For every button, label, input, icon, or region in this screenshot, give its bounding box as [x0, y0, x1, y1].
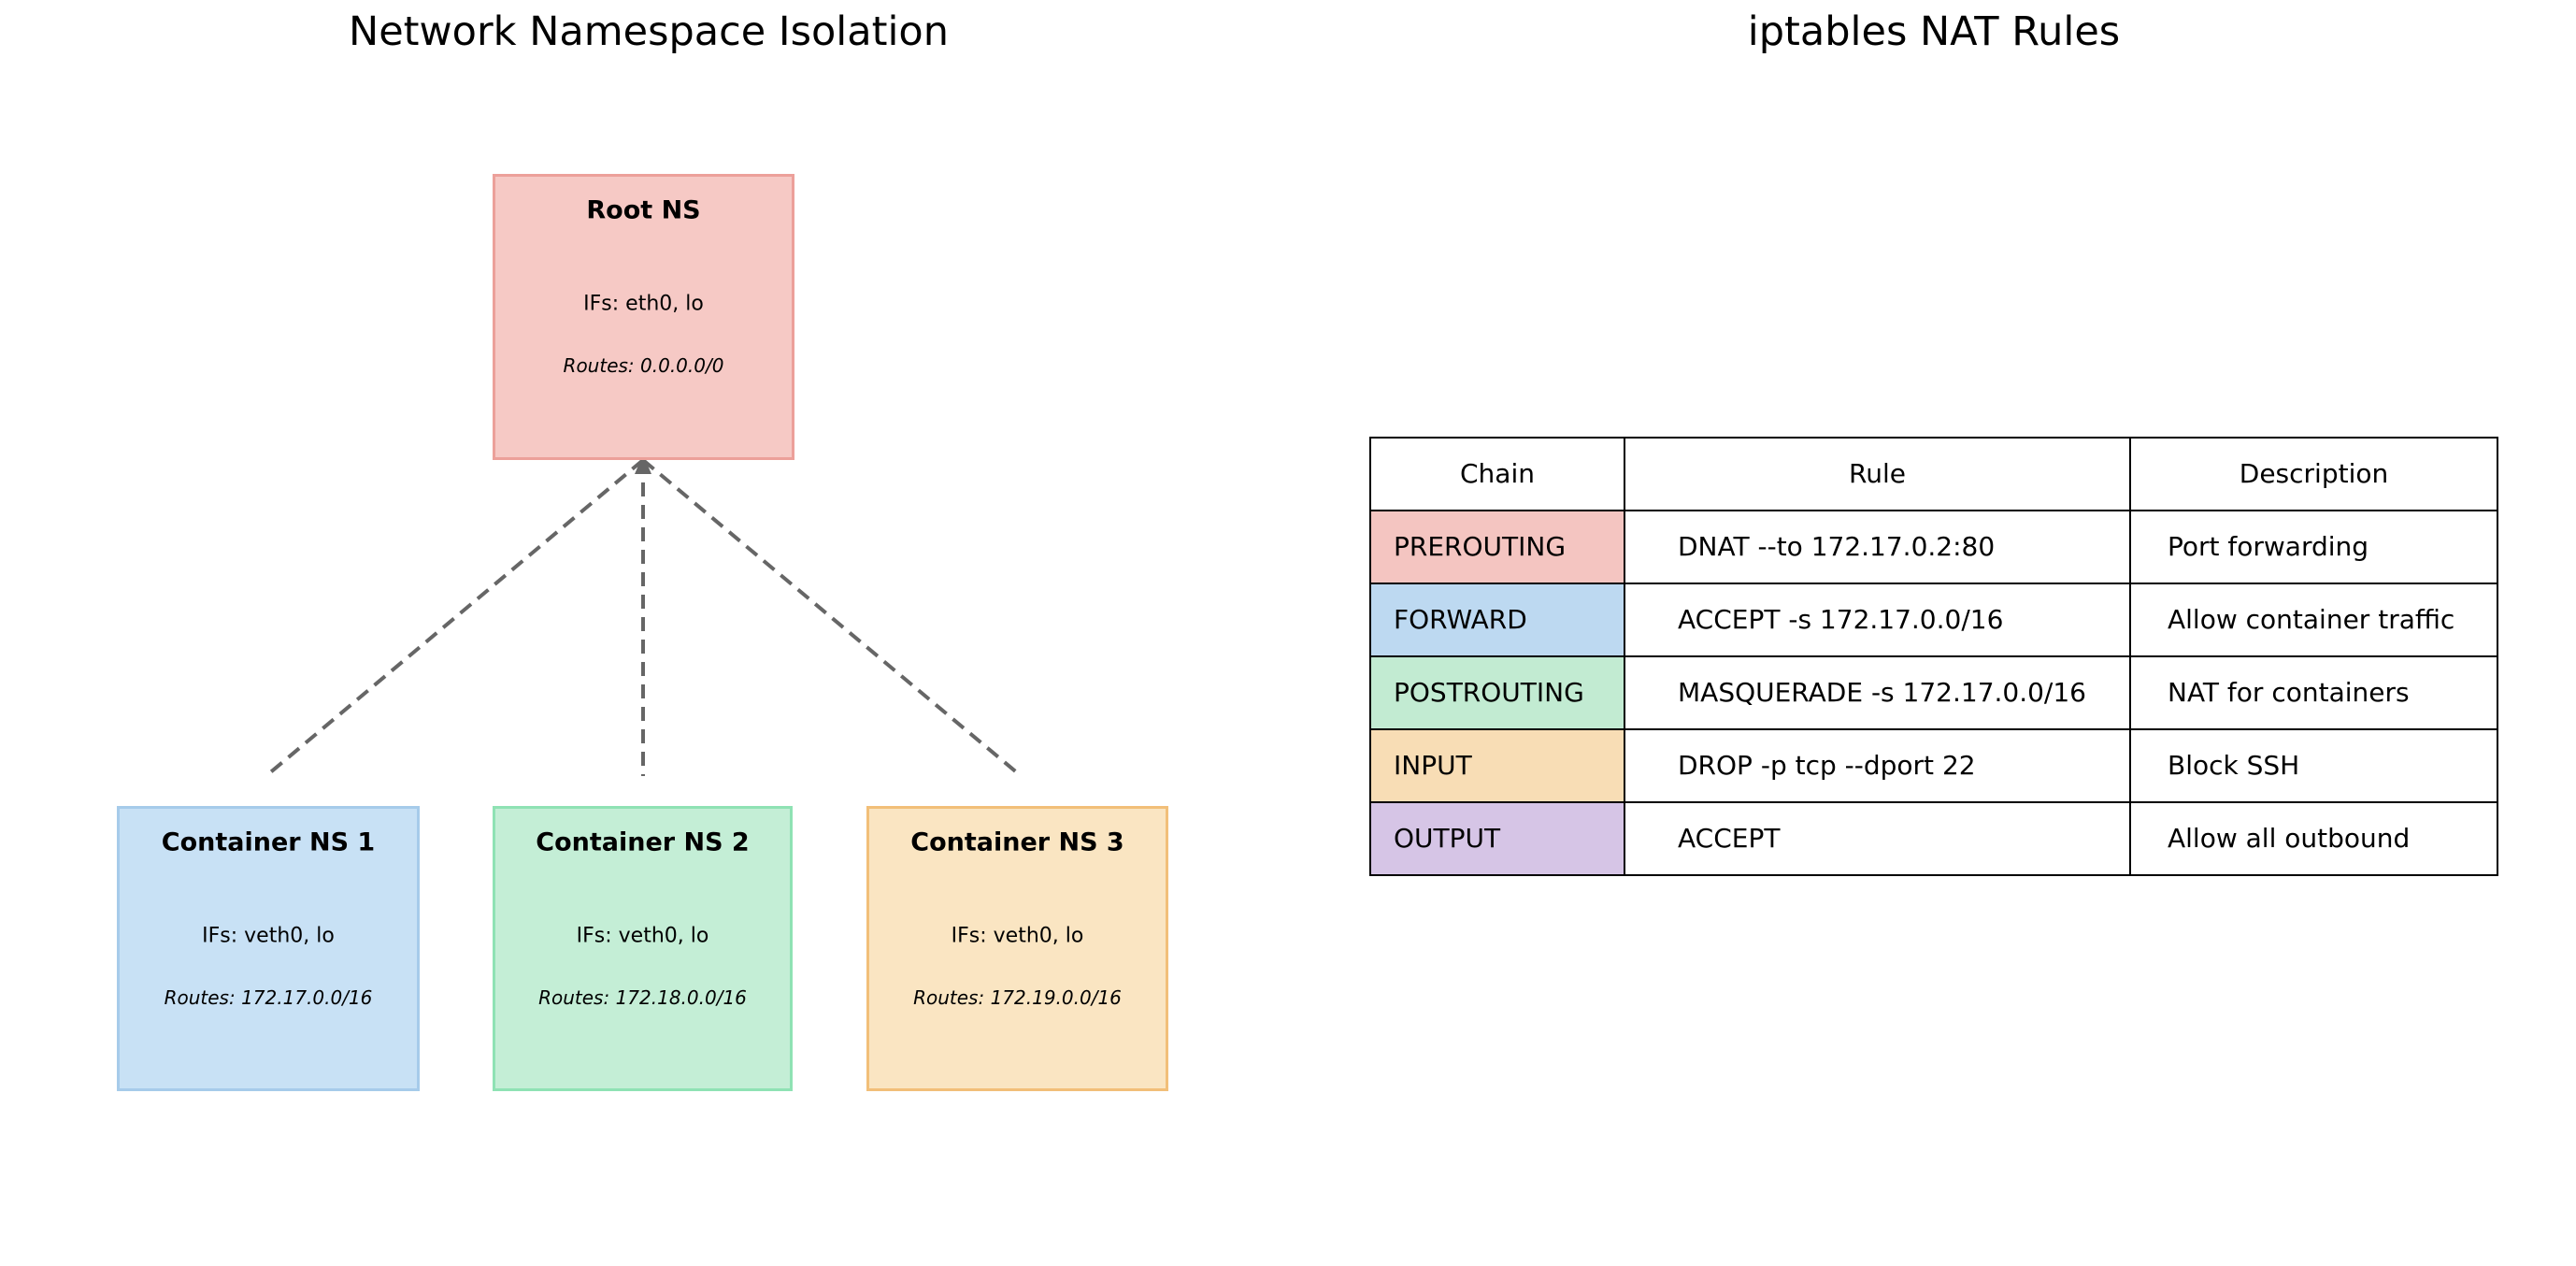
node-routes: Routes: 0.0.0.0/0 — [563, 354, 724, 377]
table-cell-description: NAT for containers — [2130, 656, 2497, 729]
node-routes: Routes: 172.18.0.0/16 — [538, 986, 747, 1009]
table-cell-description: Port forwarding — [2130, 511, 2497, 583]
node-interfaces: IFs: eth0, lo — [583, 292, 704, 316]
right-panel-title: iptables NAT Rules — [1747, 8, 2121, 55]
node-title: Root NS — [586, 195, 701, 225]
col-header-rule: Rule — [1624, 438, 2130, 511]
node-routes: Routes: 172.17.0.0/16 — [164, 986, 373, 1009]
table-cell-rule: DNAT --to 172.17.0.2:80 — [1624, 511, 2130, 583]
node-container-ns-3: Container NS 3 IFs: veth0, lo Routes: 17… — [866, 806, 1168, 1091]
edge-root-to-container3 — [641, 458, 1021, 776]
node-title: Container NS 2 — [536, 827, 750, 857]
node-root-ns: Root NS IFs: eth0, lo Routes: 0.0.0.0/0 — [493, 174, 794, 460]
left-panel-title: Network Namespace Isolation — [349, 8, 949, 55]
table-cell-rule: ACCEPT — [1624, 802, 2130, 875]
table-cell-description: Allow all outbound — [2130, 802, 2497, 875]
nat-rules-table: Chain Rule Description PREROUTING DNAT -… — [1369, 437, 2498, 876]
node-interfaces: IFs: veth0, lo — [202, 924, 335, 948]
node-title: Container NS 3 — [910, 827, 1124, 857]
node-routes: Routes: 172.19.0.0/16 — [913, 986, 1122, 1009]
node-interfaces: IFs: veth0, lo — [576, 924, 709, 948]
edge-root-to-container1 — [266, 458, 645, 776]
table-cell-rule: ACCEPT -s 172.17.0.0/16 — [1624, 583, 2130, 656]
col-header-description: Description — [2130, 438, 2497, 511]
table-cell-rule: DROP -p tcp --dport 22 — [1624, 729, 2130, 802]
node-container-ns-2: Container NS 2 IFs: veth0, lo Routes: 17… — [493, 806, 793, 1091]
table-cell-description: Allow container traffic — [2130, 583, 2497, 656]
table-cell-chain: FORWARD — [1370, 583, 1624, 656]
table-cell-description: Block SSH — [2130, 729, 2497, 802]
table-cell-chain: POSTROUTING — [1370, 656, 1624, 729]
table-cell-chain: OUTPUT — [1370, 802, 1624, 875]
node-interfaces: IFs: veth0, lo — [951, 924, 1084, 948]
col-header-chain: Chain — [1370, 438, 1624, 511]
node-title: Container NS 1 — [161, 827, 376, 857]
table-cell-rule: MASQUERADE -s 172.17.0.0/16 — [1624, 656, 2130, 729]
table-cell-chain: PREROUTING — [1370, 511, 1624, 583]
table-cell-chain: INPUT — [1370, 729, 1624, 802]
node-container-ns-1: Container NS 1 IFs: veth0, lo Routes: 17… — [117, 806, 420, 1091]
